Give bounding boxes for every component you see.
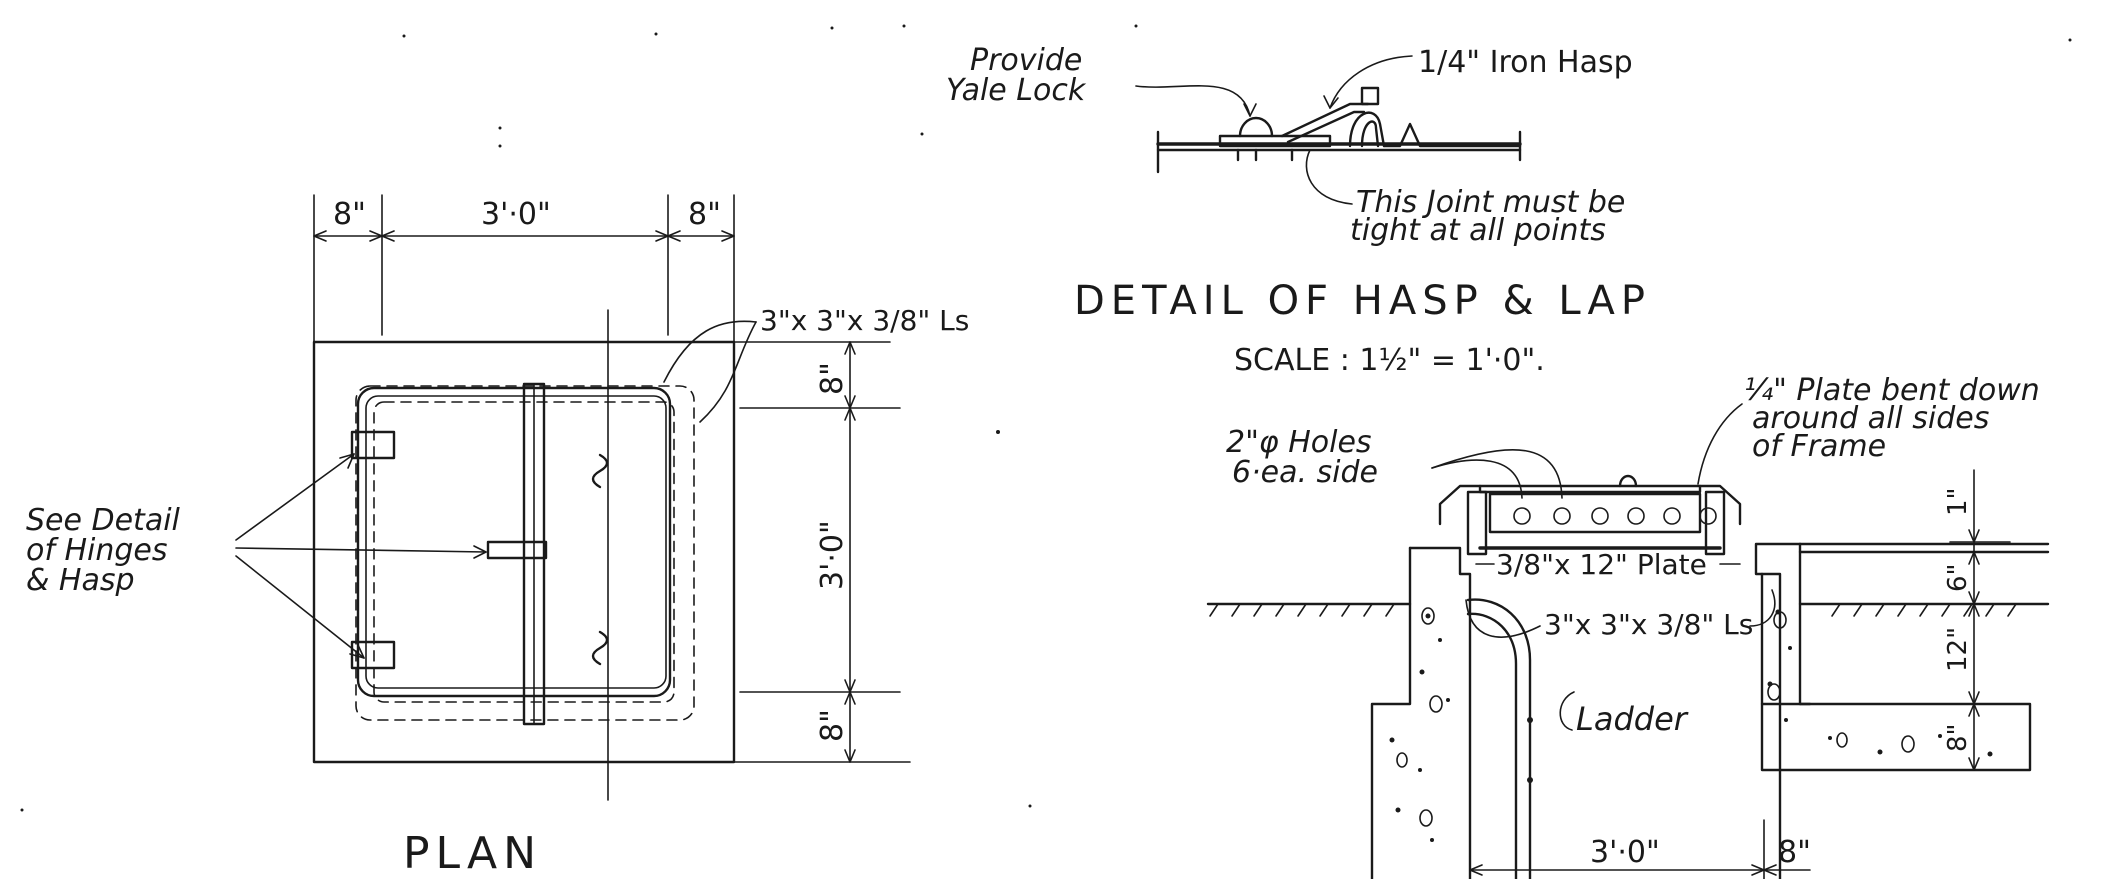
plan-angle-leader-2 [699,321,757,423]
section-holes-leader-1 [1431,459,1523,499]
plan-break-mark-top [591,453,609,489]
plan-angle-leader-1 [663,320,757,383]
plan-hatch-cover [356,386,672,698]
section-plate-line-1: ¼" Plate bent down [1744,373,2040,408]
plan-title: PLAN [403,828,542,879]
plan-break-mark-bottom [591,630,609,666]
section-plate-label: 3/8"x 12" Plate [1496,548,1707,581]
plan-note-leaders [235,453,487,659]
section-view: ¼" Plate bent down around all sides of F… [1206,373,2050,879]
plan-dim-right-mid: 3'·0" [815,520,850,590]
plan-outer-slab [312,340,736,764]
section-concrete [1370,542,2032,879]
plan-hatch-cover-inner [365,395,667,689]
hasp-lock-line-2: Yale Lock [946,73,1087,108]
section-bottom-dimensions [1469,819,1811,879]
section-dim-8: 8" [1943,723,1973,752]
section-angle-leader-left [1465,599,1541,638]
section-holes-line-1: 2"φ Holes [1226,425,1372,460]
plan-note-line-2: of Hinges [26,533,168,568]
plan-dim-right-top: 8" [815,362,850,395]
section-ladder-leader [1559,691,1575,731]
section-dim-12: 12" [1943,627,1973,672]
plan-note-line-1: See Detail [26,503,181,538]
section-aggregate [1389,609,1993,842]
section-ladder-bolts [1527,717,1533,783]
section-ladder-inner [1466,612,1518,879]
section-aggregate-pebbles [1396,607,1915,827]
section-holes-line-2: 6·ea. side [1232,455,1378,490]
plan-view: 8" 3'·0" 8" [26,194,969,879]
section-angle-label: 3"x 3"x 3/8" Ls [1544,608,1753,641]
plan-angle-label: 3"x 3"x 3/8" Ls [760,304,969,337]
hasp-joint-line-1: This Joint must be [1356,185,1625,220]
hasp-joint-leader [1305,149,1353,205]
hasp-detail-scale: SCALE : 1½" = 1'·0". [1234,343,1545,378]
hasp-iron-label: 1/4" Iron Hasp [1418,45,1633,80]
hasp-lock-line-1: Provide [970,43,1082,78]
section-dim-bottom-right: 8" [1778,835,1811,870]
section-plate-line-3: of Frame [1752,429,1886,464]
hasp-joint-line-2: tight at all points [1350,213,1606,248]
section-grade-hatch [1209,603,2017,617]
scan-specks [20,24,2072,812]
section-ladder-label: Ladder [1576,700,1689,738]
section-dim-bottom-mid: 3'·0" [1590,835,1660,870]
plan-hinge-top [350,430,396,460]
plan-note-line-3: & Hasp [26,563,135,598]
section-ladder-outer [1466,598,1532,879]
hasp-lock-leader [1135,85,1251,117]
hasp-detail: Provide Yale Lock 1/4" Iron Hasp This Jo… [946,43,1651,378]
section-dim-1: 1" [1943,487,1973,516]
section-plate-holes [1513,507,1717,525]
plan-dim-right-bottom: 8" [815,709,850,742]
hasp-detail-title: DETAIL OF HASP & LAP [1074,278,1651,324]
section-angle-leader-right [1749,589,1776,627]
plan-top-dimension-lines [313,194,735,346]
section-plate-line-2: around all sides [1752,401,1989,436]
plan-right-dimension-lines [733,341,911,763]
section-right-dimensions [1949,469,2011,771]
section-plate-leader [1697,403,1743,485]
section-hatch-cover [1438,474,1742,556]
section-dim-6: 6" [1943,563,1973,592]
hasp-drawing [1156,86,1522,174]
plan-hasp [486,540,548,560]
plan-dim-top-right: 8" [688,197,721,232]
hasp-iron-leader [1329,55,1413,109]
plan-dim-top-mid: 3'·0" [481,197,551,232]
plan-dim-top-left: 8" [333,197,366,232]
section-holes-leader-2 [1431,448,1563,499]
